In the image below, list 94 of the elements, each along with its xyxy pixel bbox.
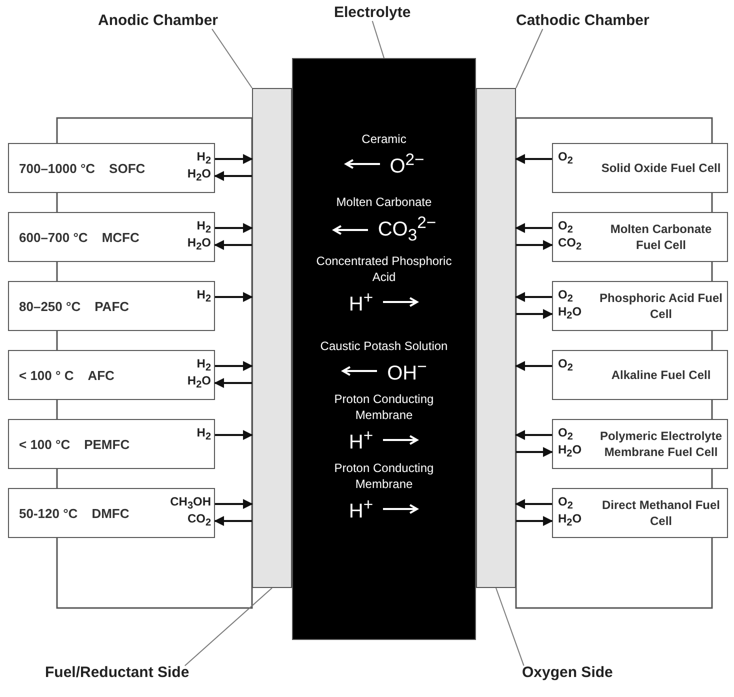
edge-label: O$_{2}$ [558,287,573,307]
temperature-range: 50-120 °C [19,506,78,520]
electrolyte-name: Caustic Potash Solution [320,338,448,354]
ion-formula: H$^{+}$ [348,494,374,525]
arrow [214,378,252,388]
fuel-cell-box [8,488,215,538]
temperature-range: < 100 °C [19,436,70,452]
edge-label: H$_{2}$ [196,287,211,307]
edge-label: H$_{2}$ [196,218,211,238]
arrow [516,240,553,250]
electrolyte-name: Proton Conducting Membrane [333,461,435,492]
fuel-cell-box [8,281,215,331]
ion-formula: H$^{+}$ [348,425,374,456]
fuel-cell-box [8,419,215,469]
ion-formula: O$^{2−}$ [390,149,424,180]
edge-label: H$_{2}$ [196,149,211,169]
edge-label: H$_{2}$O [187,373,211,393]
arrow [515,292,552,302]
chamber-panel [476,88,516,588]
edge-label: O$_{2}$ [558,494,573,514]
arrow [215,361,253,371]
fuel-cell-type: SOFC [109,160,146,176]
leader-line [184,588,272,666]
leader-line [516,28,544,88]
heading: Electrolyte [334,4,411,21]
temperature-range: 80–250 °C [19,298,81,314]
arrow [214,171,252,181]
temperature-range: < 100 ° C [19,368,74,382]
arrow [516,447,553,457]
edge-label: CO$_{2}$ [558,235,582,255]
electrolyte-name: Proton Conducting Membrane [333,392,435,424]
fuel-cell-box [552,212,728,262]
fuel-cell-type: PAFC [94,298,130,314]
arrow [515,499,552,509]
chamber-panel [252,88,292,588]
leader-line [372,20,384,58]
temperature-range: 700–1000 °C [19,160,96,176]
leader-line [496,588,524,666]
arrow [515,430,552,440]
edge-label: H$_{2}$O [558,511,582,531]
fuel-cell-box [552,143,728,193]
fuel-cell-box [552,419,728,469]
edge-label: H$_{2}$O [187,166,211,186]
fuel-cell-name: Phosphoric Acid Fuel Cell [599,290,723,322]
arrow [516,309,553,319]
edge-label: O$_{2}$ [558,356,573,376]
fuel-cell-box [8,212,215,262]
fuel-cell-box [552,350,728,400]
arrow [215,292,253,302]
temperature-range: 600–700 °C [19,230,88,244]
fuel-cell-name: Direct Methanol Fuel Cell [600,496,721,530]
electrolyte-name: Molten Carbonate [336,194,432,210]
arrow [515,361,552,371]
edge-label: O$_{2}$ [558,425,573,445]
fuel-cell-box [8,350,215,400]
edge-label: H$_{2}$O [558,442,582,462]
electrolyte-panel [292,58,476,640]
electrolyte-name: Concentrated Phosphoric Acid [315,254,453,286]
arrow [214,240,252,250]
edge-label: H$_{2}$ [196,356,211,376]
arrow [515,154,552,164]
fuel-cell-type: PEMFC [84,436,130,452]
heading: Cathodic Chamber [516,12,650,29]
arrow [215,223,253,233]
leader-line [212,28,252,88]
heading: Oxygen Side [522,664,613,681]
edge-label: H$_{2}$O [558,304,582,324]
heading: Anodic Chamber [98,12,218,29]
fuel-cell-name: Polymeric Electrolyte Membrane Fuel Cell [599,428,723,460]
fuel-cell-box [8,143,215,193]
edge-label: O$_{2}$ [558,149,573,169]
edge-label: H$_{2}$ [196,425,211,445]
fuel-cell-type: DMFC [92,506,130,520]
fuel-cell-name: Alkaline Fuel Cell [611,366,711,384]
arrow [515,223,552,233]
arrow [516,516,553,526]
electrolyte-name: Ceramic [362,132,406,148]
fuel-cell-box [552,281,728,331]
edge-label: O$_{2}$ [558,218,573,238]
arrow [215,499,253,509]
fuel-cell-name: Solid Oxide Fuel Cell [601,160,721,176]
fuel-cell-type: AFC [88,368,114,382]
fuel-cell-type: MCFC [102,230,140,244]
edge-label: H$_{2}$O [187,235,211,255]
fuel-cell-box [552,488,728,538]
fuel-cell-name: Molten Carbonate Fuel Cell [609,220,713,254]
edge-label: CO$_{2}$ [187,511,211,531]
heading: Fuel/Reductant Side [45,664,190,681]
arrow [214,516,252,526]
ion-formula: OH$^{−}$ [387,356,427,387]
arrow [215,154,253,164]
edge-label: CH$_{3}$OH [170,494,211,514]
ion-formula: H$^{+}$ [348,287,374,318]
arrow [215,430,253,440]
